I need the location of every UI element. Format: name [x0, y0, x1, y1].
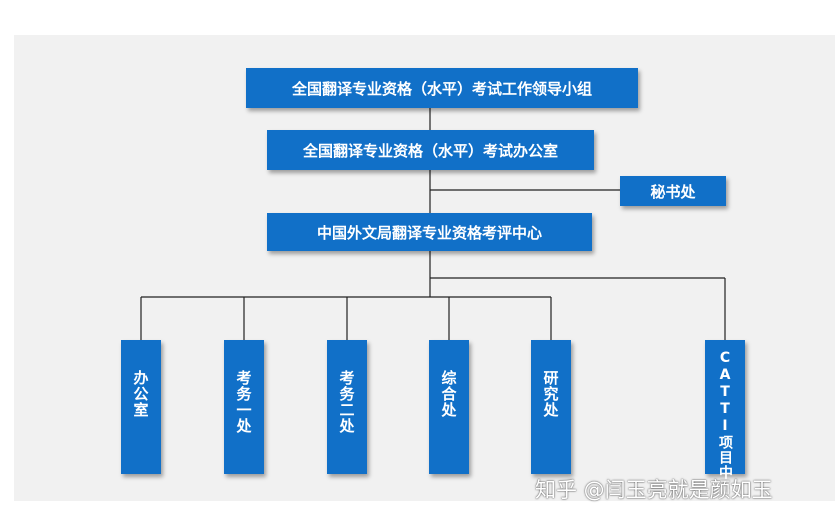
department-general-label: 综合处 — [439, 370, 458, 418]
department-research-label: 研究处 — [541, 370, 560, 418]
exam-office-box: 全国翻译专业资格（水平）考试办公室 — [267, 130, 594, 170]
department-catti-label: CATTI项目中心 — [717, 350, 733, 495]
department-office-label: 办公室 — [131, 370, 150, 418]
secretariat-label: 秘书处 — [650, 182, 696, 201]
leadership-group-box: 全国翻译专业资格（水平）考试工作领导小组 — [246, 68, 638, 108]
department-exam-2-label: 考务二处 — [337, 370, 356, 434]
department-office-box: 办公室 — [121, 340, 161, 474]
department-catti-box: CATTI项目中心 — [705, 340, 745, 495]
secretariat-box: 秘书处 — [620, 176, 726, 206]
leadership-group-label: 全国翻译专业资格（水平）考试工作领导小组 — [291, 79, 592, 98]
zhihu-watermark: 知乎 @闫玉亮就是颜如玉 — [535, 478, 773, 502]
department-exam-2-box: 考务二处 — [327, 340, 367, 474]
assessment-center-label: 中国外文局翻译专业资格考评中心 — [316, 223, 542, 242]
department-exam-1-label: 考务一处 — [234, 370, 253, 434]
department-research-box: 研究处 — [531, 340, 571, 474]
assessment-center-box: 中国外文局翻译专业资格考评中心 — [267, 213, 592, 251]
department-exam-1-box: 考务一处 — [224, 340, 264, 474]
exam-office-label: 全国翻译专业资格（水平）考试办公室 — [302, 141, 558, 160]
department-general-box: 综合处 — [429, 340, 469, 474]
